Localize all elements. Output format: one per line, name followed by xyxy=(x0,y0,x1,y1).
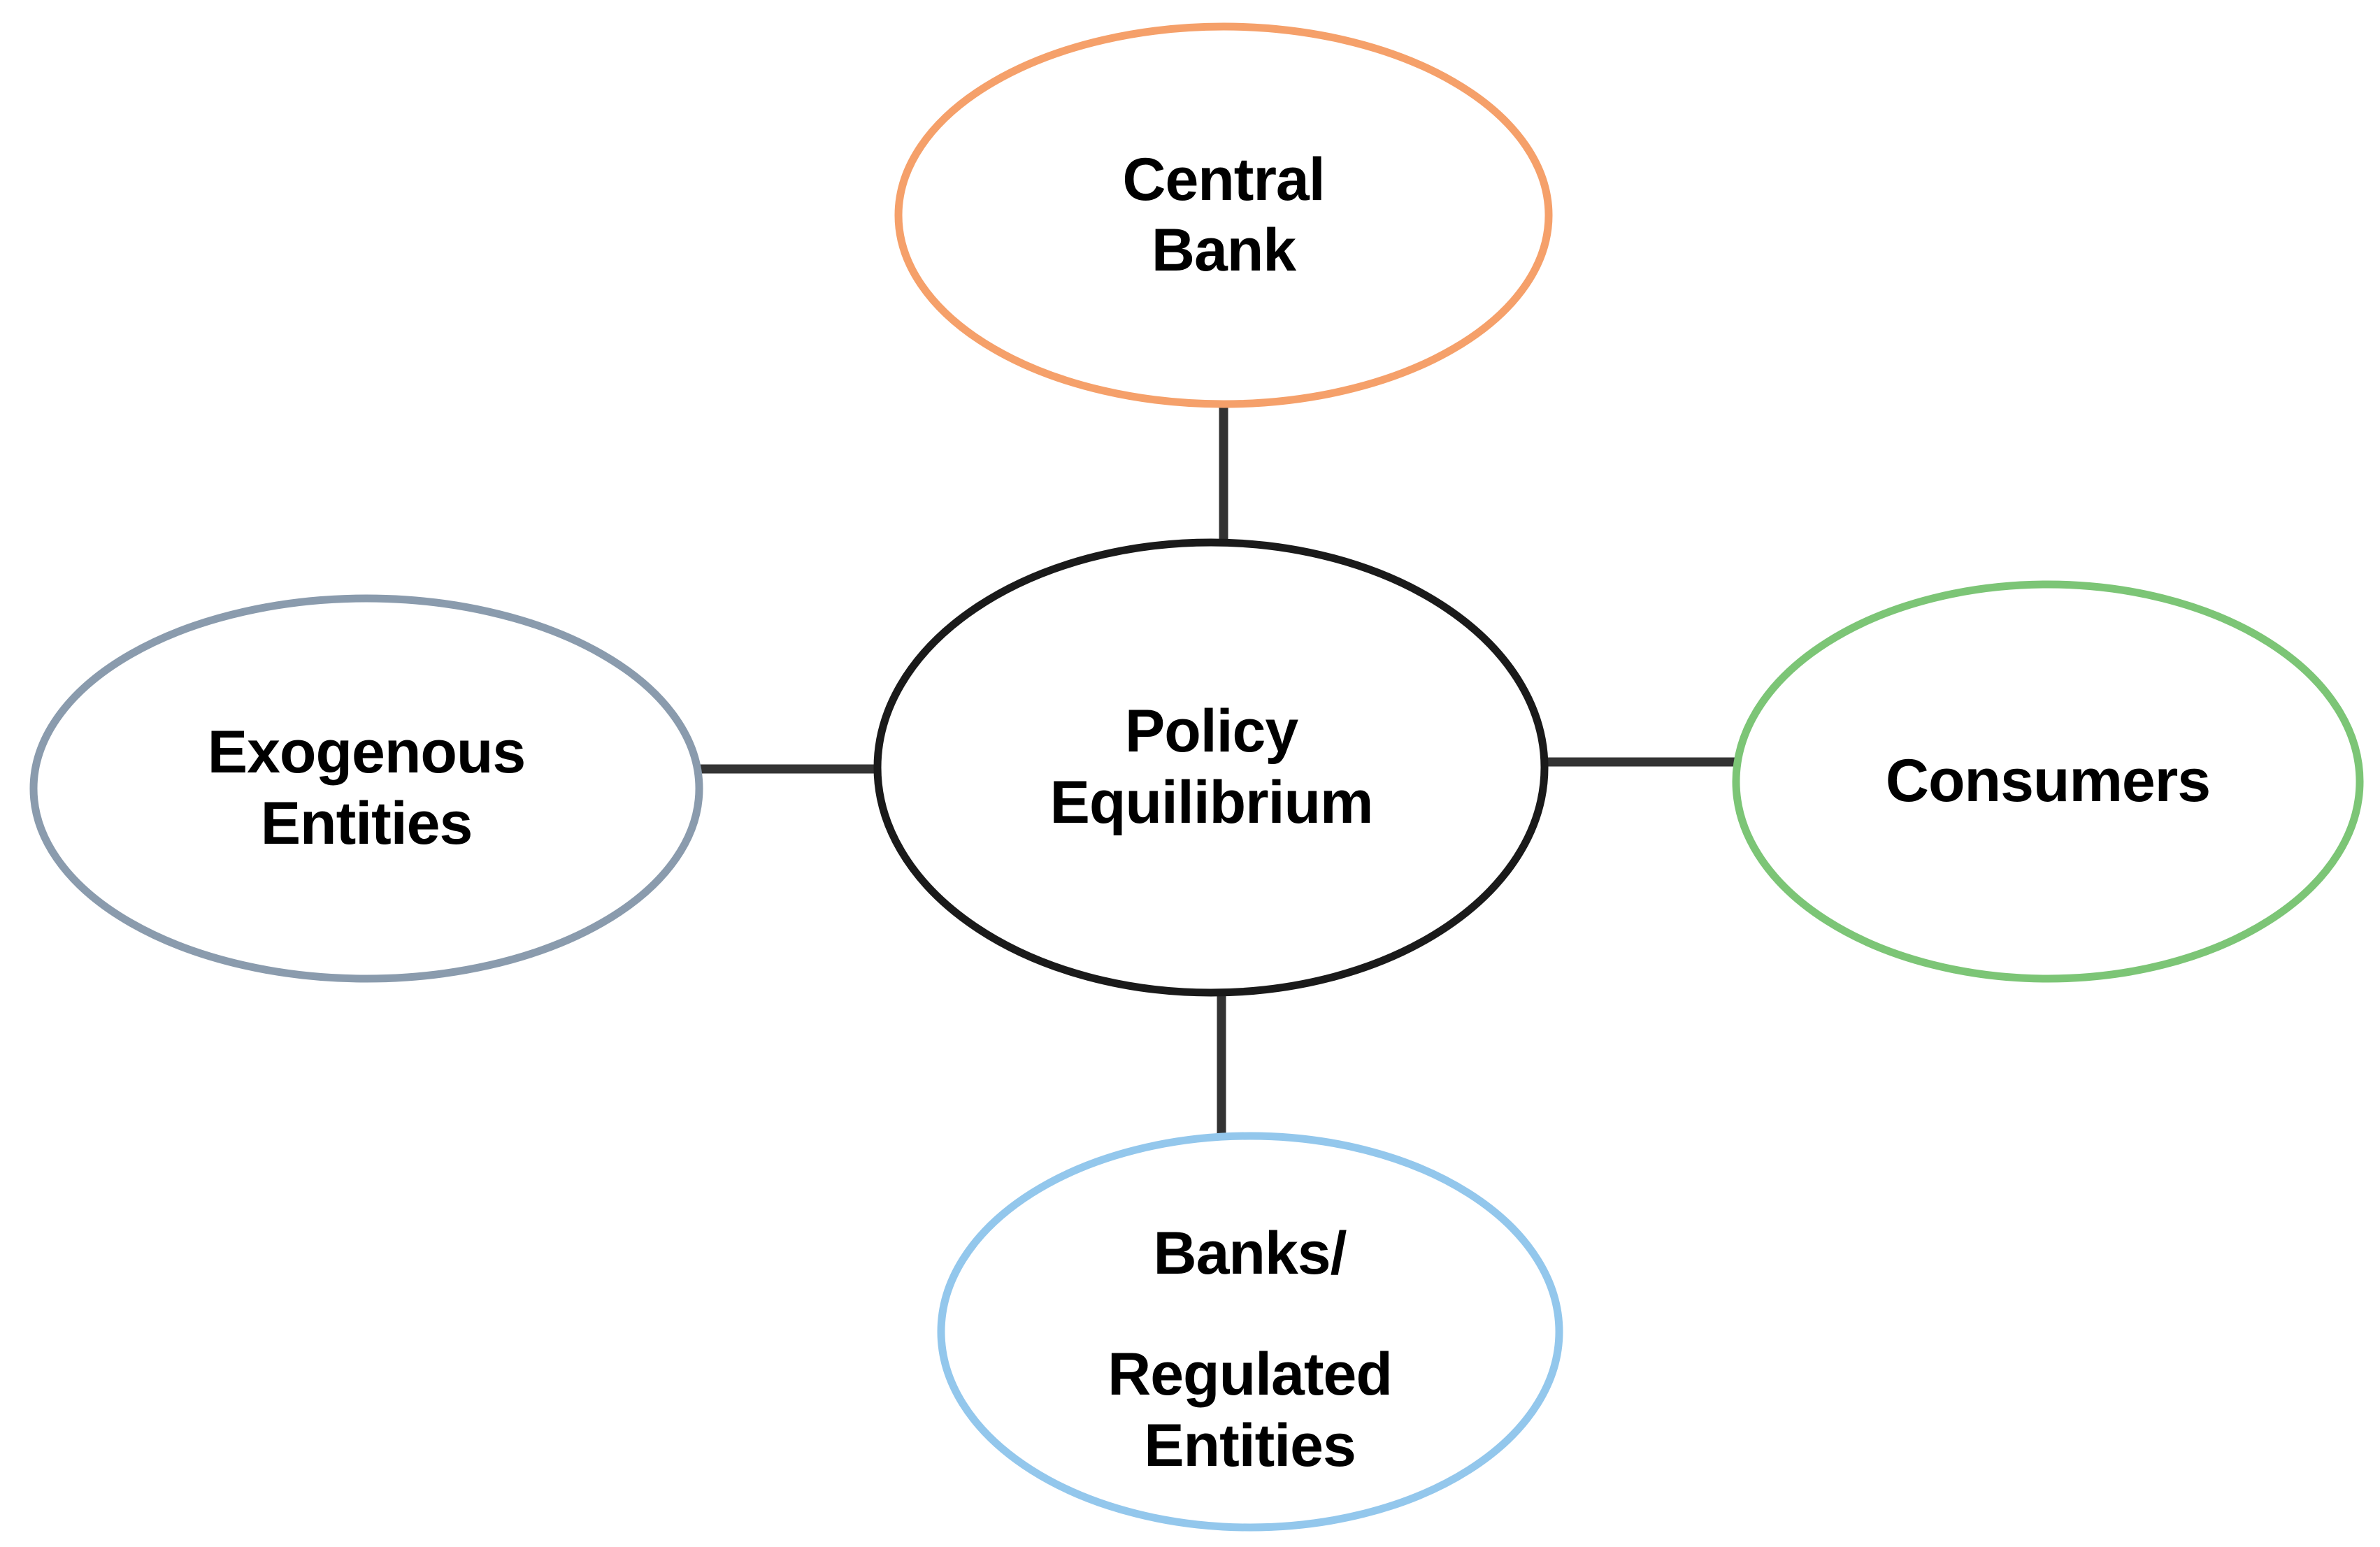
ellipse-consumers[interactable] xyxy=(1732,580,2364,983)
ellipse-banks-regulated-entities[interactable] xyxy=(937,1132,1563,1532)
ellipse-central-bank[interactable] xyxy=(894,22,1553,408)
ellipse-policy-equilibrium[interactable] xyxy=(873,538,1549,997)
ellipse-exogenous-entities[interactable] xyxy=(29,594,703,983)
